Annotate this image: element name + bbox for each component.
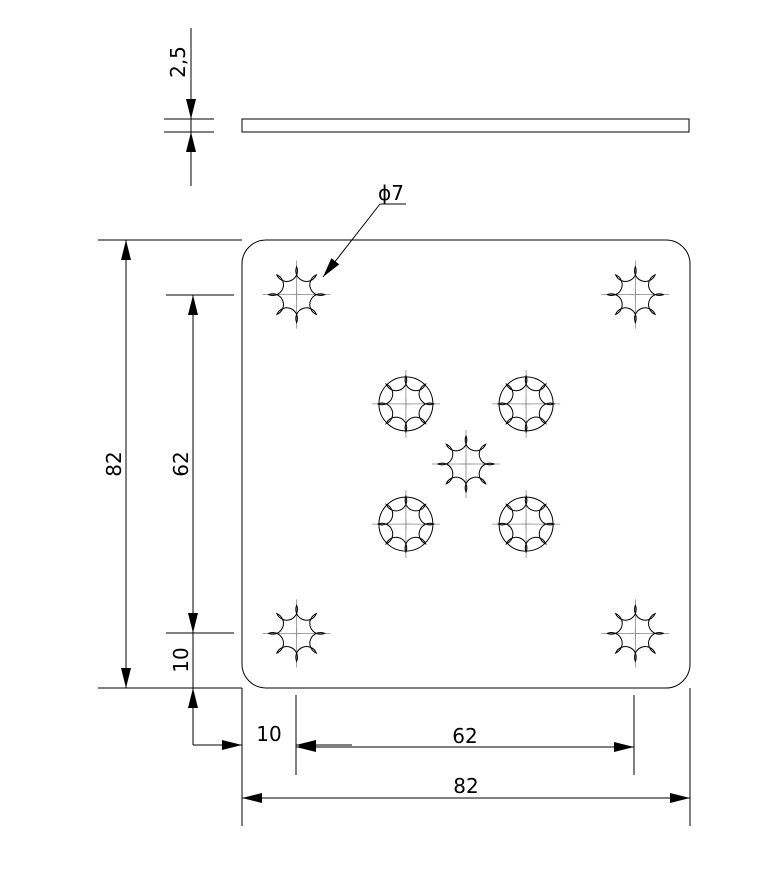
width-edge-offset-dimension: 10 [193,722,352,750]
diameter-leader: ϕ7 [322,181,406,278]
hole-corner-bottom-right [601,599,670,668]
hole-star-outline [376,494,436,554]
hole-ringed-lower-left [371,490,440,559]
width-total-dimension: 82 [242,774,690,803]
hole-center-center [432,430,500,498]
height-edge-offset-label: 10 [169,647,193,672]
thickness-dimension: 2,5 [164,28,214,186]
hole-corner-top-left [262,260,331,329]
plate-outline [241,239,691,689]
height-hole-spacing-label: 62 [169,451,193,476]
height-total-label: 82 [102,451,126,476]
width-edge-offset-label: 10 [256,722,281,746]
width-total-label: 82 [453,774,478,798]
hole-ringed-upper-right [492,369,561,438]
hole-star-outline [376,374,436,434]
height-total-dimension: 82 [98,239,242,689]
holes-layer [262,260,670,668]
hole-star-outline [436,434,496,494]
plate-side-view [241,118,690,133]
height-hole-spacing-dimension: 62 [166,294,234,634]
width-hole-spacing-dimension: 62 [296,724,634,752]
hole-star-outline [496,494,556,554]
hole-ringed-upper-left [371,369,440,438]
hole-corner-bottom-left [262,599,331,668]
hole-diameter-label: ϕ7 [378,181,404,205]
hole-star-outline [267,604,326,663]
hole-star-outline [606,265,665,324]
hole-star-outline [496,374,556,434]
hole-star-outline [606,604,665,663]
hole-ringed-lower-right [492,490,561,559]
width-hole-spacing-label: 62 [452,724,477,748]
hole-star-outline [267,265,326,324]
height-edge-offset-dimension: 10 [169,633,198,745]
hole-corner-top-right [601,260,670,329]
thickness-label: 2,5 [166,46,190,78]
